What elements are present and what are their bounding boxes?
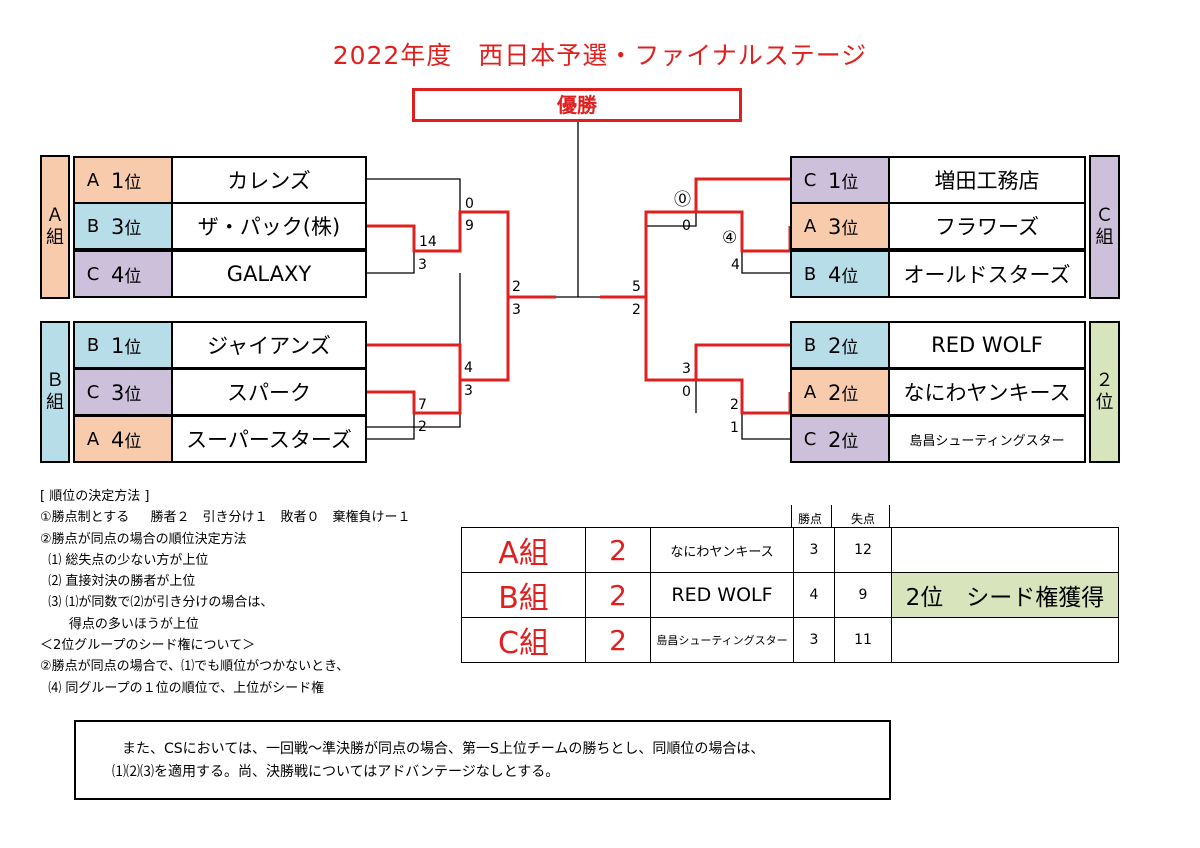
rules-line: ⑶ ⑴が同数で⑵が引き分けの場合は、 [40,595,274,611]
team-name: なにわヤンキース [888,370,1084,414]
champion-box: 優勝 [412,88,742,122]
team-name: 増田工務店 [888,158,1084,202]
score: ⓪ [674,190,691,210]
header-divider [831,505,832,527]
score: 5 [632,279,641,295]
points-cell: 2 [585,617,651,663]
points-cell: 2 [585,527,651,573]
group-cell: B組 [461,572,586,618]
score: 14 [419,234,437,250]
rules-line: 得点の多いほうが上位 [40,616,199,632]
team-name: オールドスターズ [888,252,1084,296]
seed-cell [891,527,1119,573]
score: 3 [464,383,473,399]
team-cell: なにわヤンキース [650,527,794,573]
score: 3 [418,257,427,273]
group-cell: A組 [461,527,586,573]
points-cell: 2 [585,572,651,618]
conceded-cell: 9 [834,572,892,618]
conceded-cell: 11 [834,617,892,663]
score: 0 [682,384,691,400]
score: 4 [731,257,740,273]
score: 3 [682,361,691,377]
score: 4 [464,360,473,376]
points-header: 勝点 [797,512,822,526]
score: 9 [465,218,474,234]
conceded-cell: 12 [834,527,892,573]
table-row: C組 2 島昌シューティングスター 3 11 [461,617,1119,663]
note-line: ⑴⑵⑶を適用する。尚、決勝戦についてはアドバンテージなしとする。 [112,764,560,780]
score: 7 [418,397,427,413]
team-name: ザ・パック(株) [171,204,365,248]
rules-line: ⑴ 総失点の少ない方が上位 [40,552,209,568]
rules-line: ＜2位グループのシード権について＞ [40,638,256,654]
note-line: また、CSにおいては、一回戦～準決勝が同点の場合、第一S上位チームの勝ちとし、同… [122,741,765,757]
score: 0 [682,218,691,234]
team-name: RED WOLF [888,323,1084,367]
team-name: スーパースターズ [171,417,365,461]
header-divider [889,505,890,527]
team-name: フラワーズ [888,204,1084,248]
seed-cell [891,617,1119,663]
score: 0 [465,196,474,212]
rules-line: ②勝点が同点の場合の順位決定方法 [40,531,247,547]
page-title: 2022年度 西日本予選・ファイナルステージ [332,41,868,70]
team-name: 島昌シューティングスター [888,417,1084,461]
note-box: また、CSにおいては、一回戦～準決勝が同点の場合、第一S上位チームの勝ちとし、同… [74,720,891,800]
score: 2 [632,302,641,318]
conceded-header: 失点 [850,512,875,526]
win-points-cell: 3 [793,617,835,663]
score: 2 [418,419,427,435]
rules-line: ①勝点制とする 勝者２ 引き分け１ 敗者０ 棄権負けー１ [40,510,411,526]
table-row: A組 2 なにわヤンキース 3 12 [461,527,1119,573]
seed-standings-table: A組 2 なにわヤンキース 3 12 B組 2 RED WOLF 4 9 2位 … [461,527,1119,663]
team-name: ジャイアンズ [171,323,365,367]
win-points-cell: 4 [793,572,835,618]
team-cell: 島昌シューティングスター [650,617,794,663]
rules-line: ⑵ 直接対決の勝者が上位 [40,574,196,590]
seed-cell: 2位 シード権獲得 [891,572,1119,618]
rules-line: ⑷ 同グループの１位の順位で、上位がシード権 [40,680,325,696]
score: 2 [512,279,521,295]
table-row: B組 2 RED WOLF 4 9 2位 シード権獲得 [461,572,1119,618]
team-name: カレンズ [171,158,365,202]
win-points-cell: 3 [793,527,835,573]
ranking-rules: [ 順位の決定方法 ] ①勝点制とする 勝者２ 引き分け１ 敗者０ 棄権負けー１… [40,486,411,699]
team-name: スパーク [171,370,365,414]
rules-line: ②勝点が同点の場合で、⑴でも順位がつかないとき、 [40,659,350,675]
score: 1 [730,420,739,436]
group-cell: C組 [461,617,586,663]
rules-line: [ 順位の決定方法 ] [40,489,150,504]
score: 2 [730,397,739,413]
score: ④ [722,228,738,248]
header-divider [791,505,792,527]
team-name: GALAXY [171,252,365,296]
score: 3 [512,302,521,318]
team-cell: RED WOLF [650,572,794,618]
